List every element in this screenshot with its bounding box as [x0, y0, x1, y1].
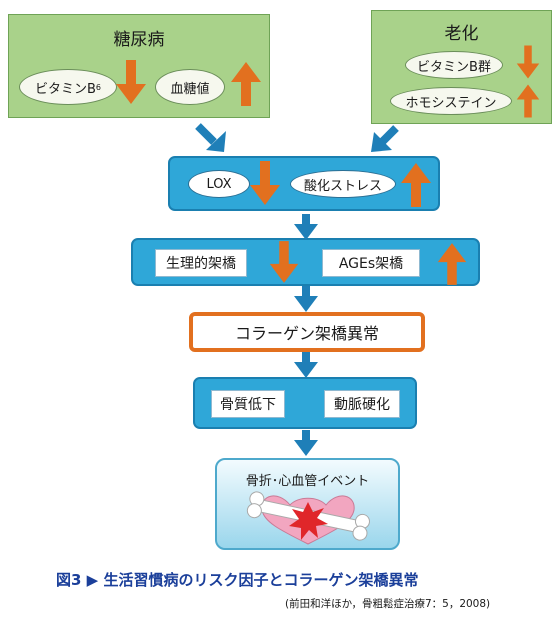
flow-arrow-icon: [294, 286, 318, 312]
lox-label: LOX: [206, 176, 232, 192]
physiological-crosslink-label: 生理的架橋: [166, 256, 236, 272]
blood-glucose-up-arrow-icon: [231, 62, 261, 106]
broken-bone-heart-icon: [246, 491, 370, 545]
vitamin-b-group-label: ビタミンB群: [417, 59, 491, 75]
figure-caption: 図3 ▶ 生活習慣病のリスク因子とコラーゲン架橋異常: [56, 569, 418, 590]
flow-arrow-icon: [294, 430, 318, 456]
figure-number: 図3: [56, 571, 82, 589]
crosslink-box: 生理的架橋 AGEs架橋: [131, 238, 480, 286]
aging-title: 老化: [444, 24, 479, 44]
ages-crosslink-label: AGEs架橋: [338, 256, 404, 272]
aging-box: 老化 ビタミンB群 ホモシステイン: [371, 10, 552, 124]
collagen-crosslink-box: コラーゲン架橋異常: [189, 312, 425, 352]
homocysteine-label: ホモシステイン: [405, 95, 497, 111]
figure-source: (前田和洋ほか，骨粗鬆症治療7：5，2008): [285, 598, 491, 610]
oxidative-stress-ellipse: 酸化ストレス: [290, 170, 396, 198]
vitamin-b6-label: ビタミンB: [34, 81, 96, 97]
bone-quality-label: 骨質低下: [220, 397, 276, 413]
vitamin-b-group-down-arrow-icon: [516, 45, 540, 79]
aging-flow-arrow-icon: [371, 125, 399, 152]
blood-glucose-ellipse: 血糖値: [155, 69, 225, 105]
vitamin-b-group-ellipse: ビタミンB群: [405, 51, 503, 79]
lox-oxidative-box: LOX 酸化ストレス: [168, 156, 440, 211]
collagen-crosslink-label: コラーゲン架橋異常: [234, 324, 379, 343]
physiological-crosslink-down-arrow-icon: [269, 241, 299, 283]
arteriosclerosis-rect: 動脈硬化: [324, 390, 400, 418]
caption-triangle-icon: ▶: [86, 571, 99, 589]
bone-quality-rect: 骨質低下: [211, 390, 285, 418]
event-label: 骨折･心血管イベント: [245, 474, 370, 489]
ages-crosslink-up-arrow-icon: [437, 243, 467, 285]
figure-title: 生活習慣病のリスク因子とコラーゲン架橋異常: [103, 571, 419, 589]
diabetes-title: 糖尿病: [113, 30, 165, 50]
blood-glucose-label: 血糖値: [170, 81, 210, 97]
lox-down-arrow-icon: [250, 161, 280, 205]
oxidative-stress-label: 酸化ストレス: [303, 178, 382, 194]
oxidative-stress-up-arrow-icon: [401, 163, 431, 207]
arteriosclerosis-label: 動脈硬化: [334, 397, 390, 413]
outcome-box: 骨質低下 動脈硬化: [193, 377, 417, 429]
physiological-crosslink-rect: 生理的架橋: [155, 249, 247, 277]
vitamin-b6-down-arrow-icon: [116, 60, 146, 104]
flow-arrow-icon: [294, 352, 318, 378]
vitamin-b6-subscript: 6: [95, 82, 101, 92]
flow-arrow-icon: [294, 214, 318, 240]
homocysteine-ellipse: ホモシステイン: [390, 87, 512, 115]
ages-crosslink-rect: AGEs架橋: [322, 249, 420, 277]
lox-ellipse: LOX: [188, 170, 250, 198]
homocysteine-up-arrow-icon: [516, 84, 540, 118]
diabetes-flow-arrow-icon: [195, 123, 226, 152]
